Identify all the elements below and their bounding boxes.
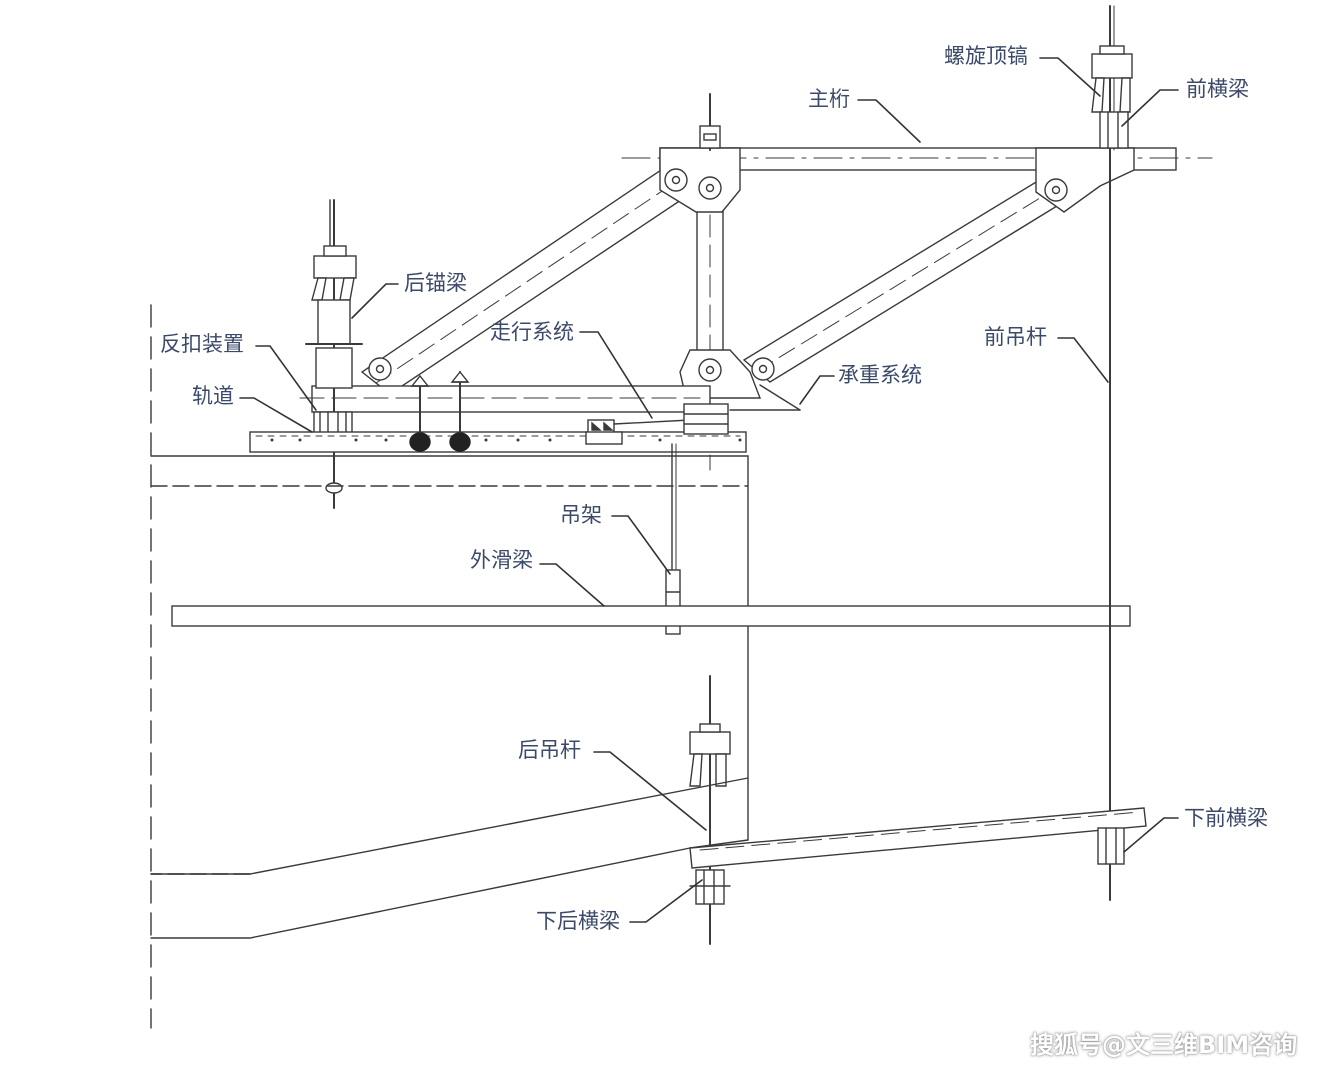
walking-mechanism bbox=[585, 403, 729, 445]
label-hanging-frame: 吊架 bbox=[560, 503, 602, 527]
rail-wheels bbox=[409, 432, 471, 452]
rear-anchor-assembly bbox=[305, 199, 363, 509]
rail-dots bbox=[270, 438, 742, 442]
rear-hanger-assembly bbox=[689, 675, 731, 945]
label-walking-system: 走行系统 bbox=[490, 320, 574, 344]
front-jack-assembly bbox=[1091, 45, 1133, 149]
deck-lines bbox=[150, 455, 749, 841]
lower-longitudinal-bottom-beam bbox=[689, 807, 1147, 869]
label-front-cross-beam: 前横梁 bbox=[1186, 77, 1249, 101]
label-rear-hanger-rod: 后吊杆 bbox=[518, 738, 581, 762]
top-jack-on-truss bbox=[699, 93, 721, 151]
label-reverse-buckle-device: 反扣装置 bbox=[160, 332, 244, 356]
outer-sliding-beam bbox=[171, 605, 1131, 627]
bottom-slab-lines bbox=[150, 777, 749, 939]
label-lower-rear-cross-beam: 下后横梁 bbox=[536, 909, 620, 933]
label-outer-sliding-beam: 外滑梁 bbox=[470, 548, 533, 572]
top-joint-plate bbox=[659, 147, 741, 213]
label-rear-anchor-beam: 后锚梁 bbox=[404, 271, 467, 295]
label-load-bearing-system: 承重系统 bbox=[838, 363, 922, 387]
watermark-text: 搜狐号@文三维BIM咨询 bbox=[1030, 1031, 1298, 1059]
label-lower-front-cross-beam: 下前横梁 bbox=[1184, 806, 1268, 830]
front-diagonal-member bbox=[742, 175, 1072, 383]
truss-pins bbox=[368, 168, 1068, 382]
lower-longitudinal-beam bbox=[299, 384, 801, 413]
leader-lines bbox=[239, 57, 1179, 923]
label-main-truss: 主桁 bbox=[808, 87, 850, 111]
front-lower-assembly bbox=[1097, 827, 1125, 865]
anchor-bolts bbox=[410, 370, 470, 433]
label-spiral-jack: 螺旋顶镐 bbox=[944, 44, 1028, 68]
label-front-hanger-rod: 前吊杆 bbox=[984, 325, 1047, 349]
label-track: 轨道 bbox=[192, 384, 234, 408]
